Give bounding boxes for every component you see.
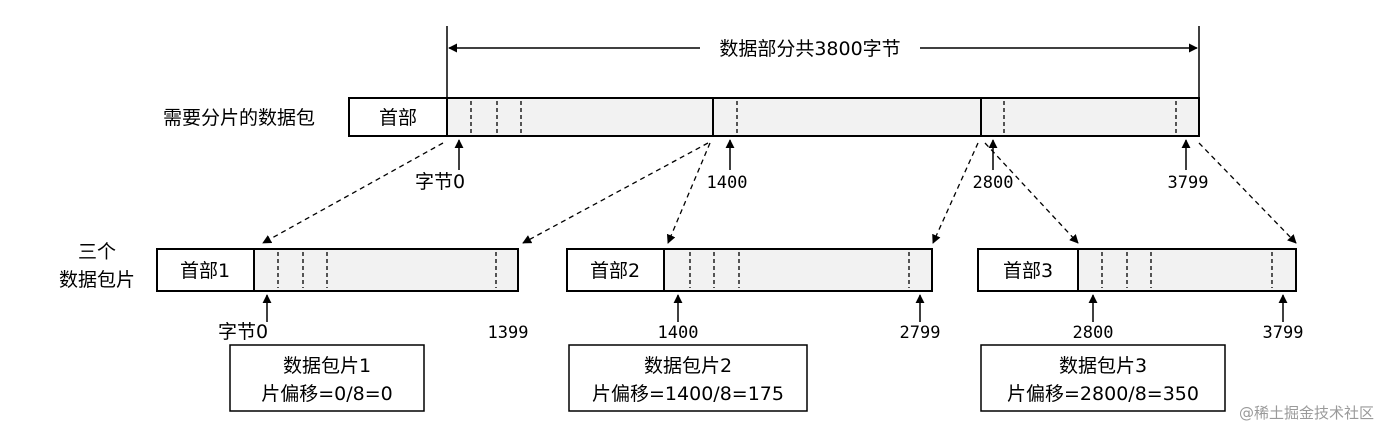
fragment-3-end-mark: 3799 [1263, 323, 1304, 343]
fragment-1-info-line2: 片偏移=0/8=0 [261, 383, 393, 405]
fragment-3: 首部3 2800 3799 数据包片3 片偏移=2800/8=350 [977, 248, 1304, 412]
fragment-2-info-line1: 数据包片2 [644, 355, 732, 377]
fragment-3-header-label: 首部3 [1003, 260, 1053, 282]
fragment-1-data [253, 248, 519, 292]
mark-byte0-original: 字节0 [415, 171, 465, 193]
fragments-label-line1: 三个 [78, 241, 116, 263]
mark-2800-original: 2800 [973, 173, 1014, 193]
fragment-1-end-mark: 1399 [488, 323, 529, 343]
original-packet: 需要分片的数据包 首部 字节0 1400 2800 3799 [163, 97, 1209, 193]
original-packet-header-label: 首部 [379, 107, 417, 129]
fragment-2: 首部2 1400 2799 数据包片2 片偏移=1400/8=175 [566, 248, 941, 412]
fragment-3-info-line1: 数据包片3 [1059, 355, 1147, 377]
original-packet-data-2 [712, 97, 982, 137]
fragment-1-info-box [229, 344, 425, 412]
fragment-2-start-mark: 1400 [658, 323, 699, 343]
fragment-2-end-mark: 2799 [900, 323, 941, 343]
fragment-3-info-box [980, 344, 1226, 412]
watermark: @稀土掘金技术社区 [1239, 404, 1374, 422]
fragment-2-info-box [568, 344, 808, 412]
original-packet-data-3 [980, 97, 1200, 137]
fragment-3-header [977, 248, 1079, 292]
fragment-3-data [1077, 248, 1297, 292]
mark-1400-original: 1400 [707, 173, 748, 193]
fragment-2-info-line2: 片偏移=1400/8=175 [592, 383, 784, 405]
fragment-1-start-mark: 字节0 [218, 321, 268, 343]
mark-3799-original: 3799 [1168, 173, 1209, 193]
fragment-1: 首部1 字节0 1399 数据包片1 片偏移=0/8=0 [156, 248, 529, 412]
original-packet-label: 需要分片的数据包 [163, 107, 315, 129]
fragment-3-info-line2: 片偏移=2800/8=350 [1007, 383, 1199, 405]
fragment-1-info-line1: 数据包片1 [283, 355, 371, 377]
original-packet-header [348, 97, 448, 137]
original-packet-marks [454, 139, 1191, 170]
fragment-3-start-mark: 2800 [1073, 323, 1114, 343]
fragment-2-header-label: 首部2 [590, 260, 640, 282]
mapping-arrows [262, 142, 1297, 244]
fragments-label-line2: 数据包片 [59, 269, 135, 291]
fragment-1-header [156, 248, 255, 292]
data-span-indicator: 数据部分共3800字节 [446, 26, 1200, 98]
original-packet-dividers [470, 101, 1177, 133]
fragment-1-header-label: 首部1 [180, 260, 230, 282]
fragment-2-data [663, 248, 933, 292]
data-span-label: 数据部分共3800字节 [719, 38, 900, 60]
original-packet-data-1 [446, 97, 714, 137]
